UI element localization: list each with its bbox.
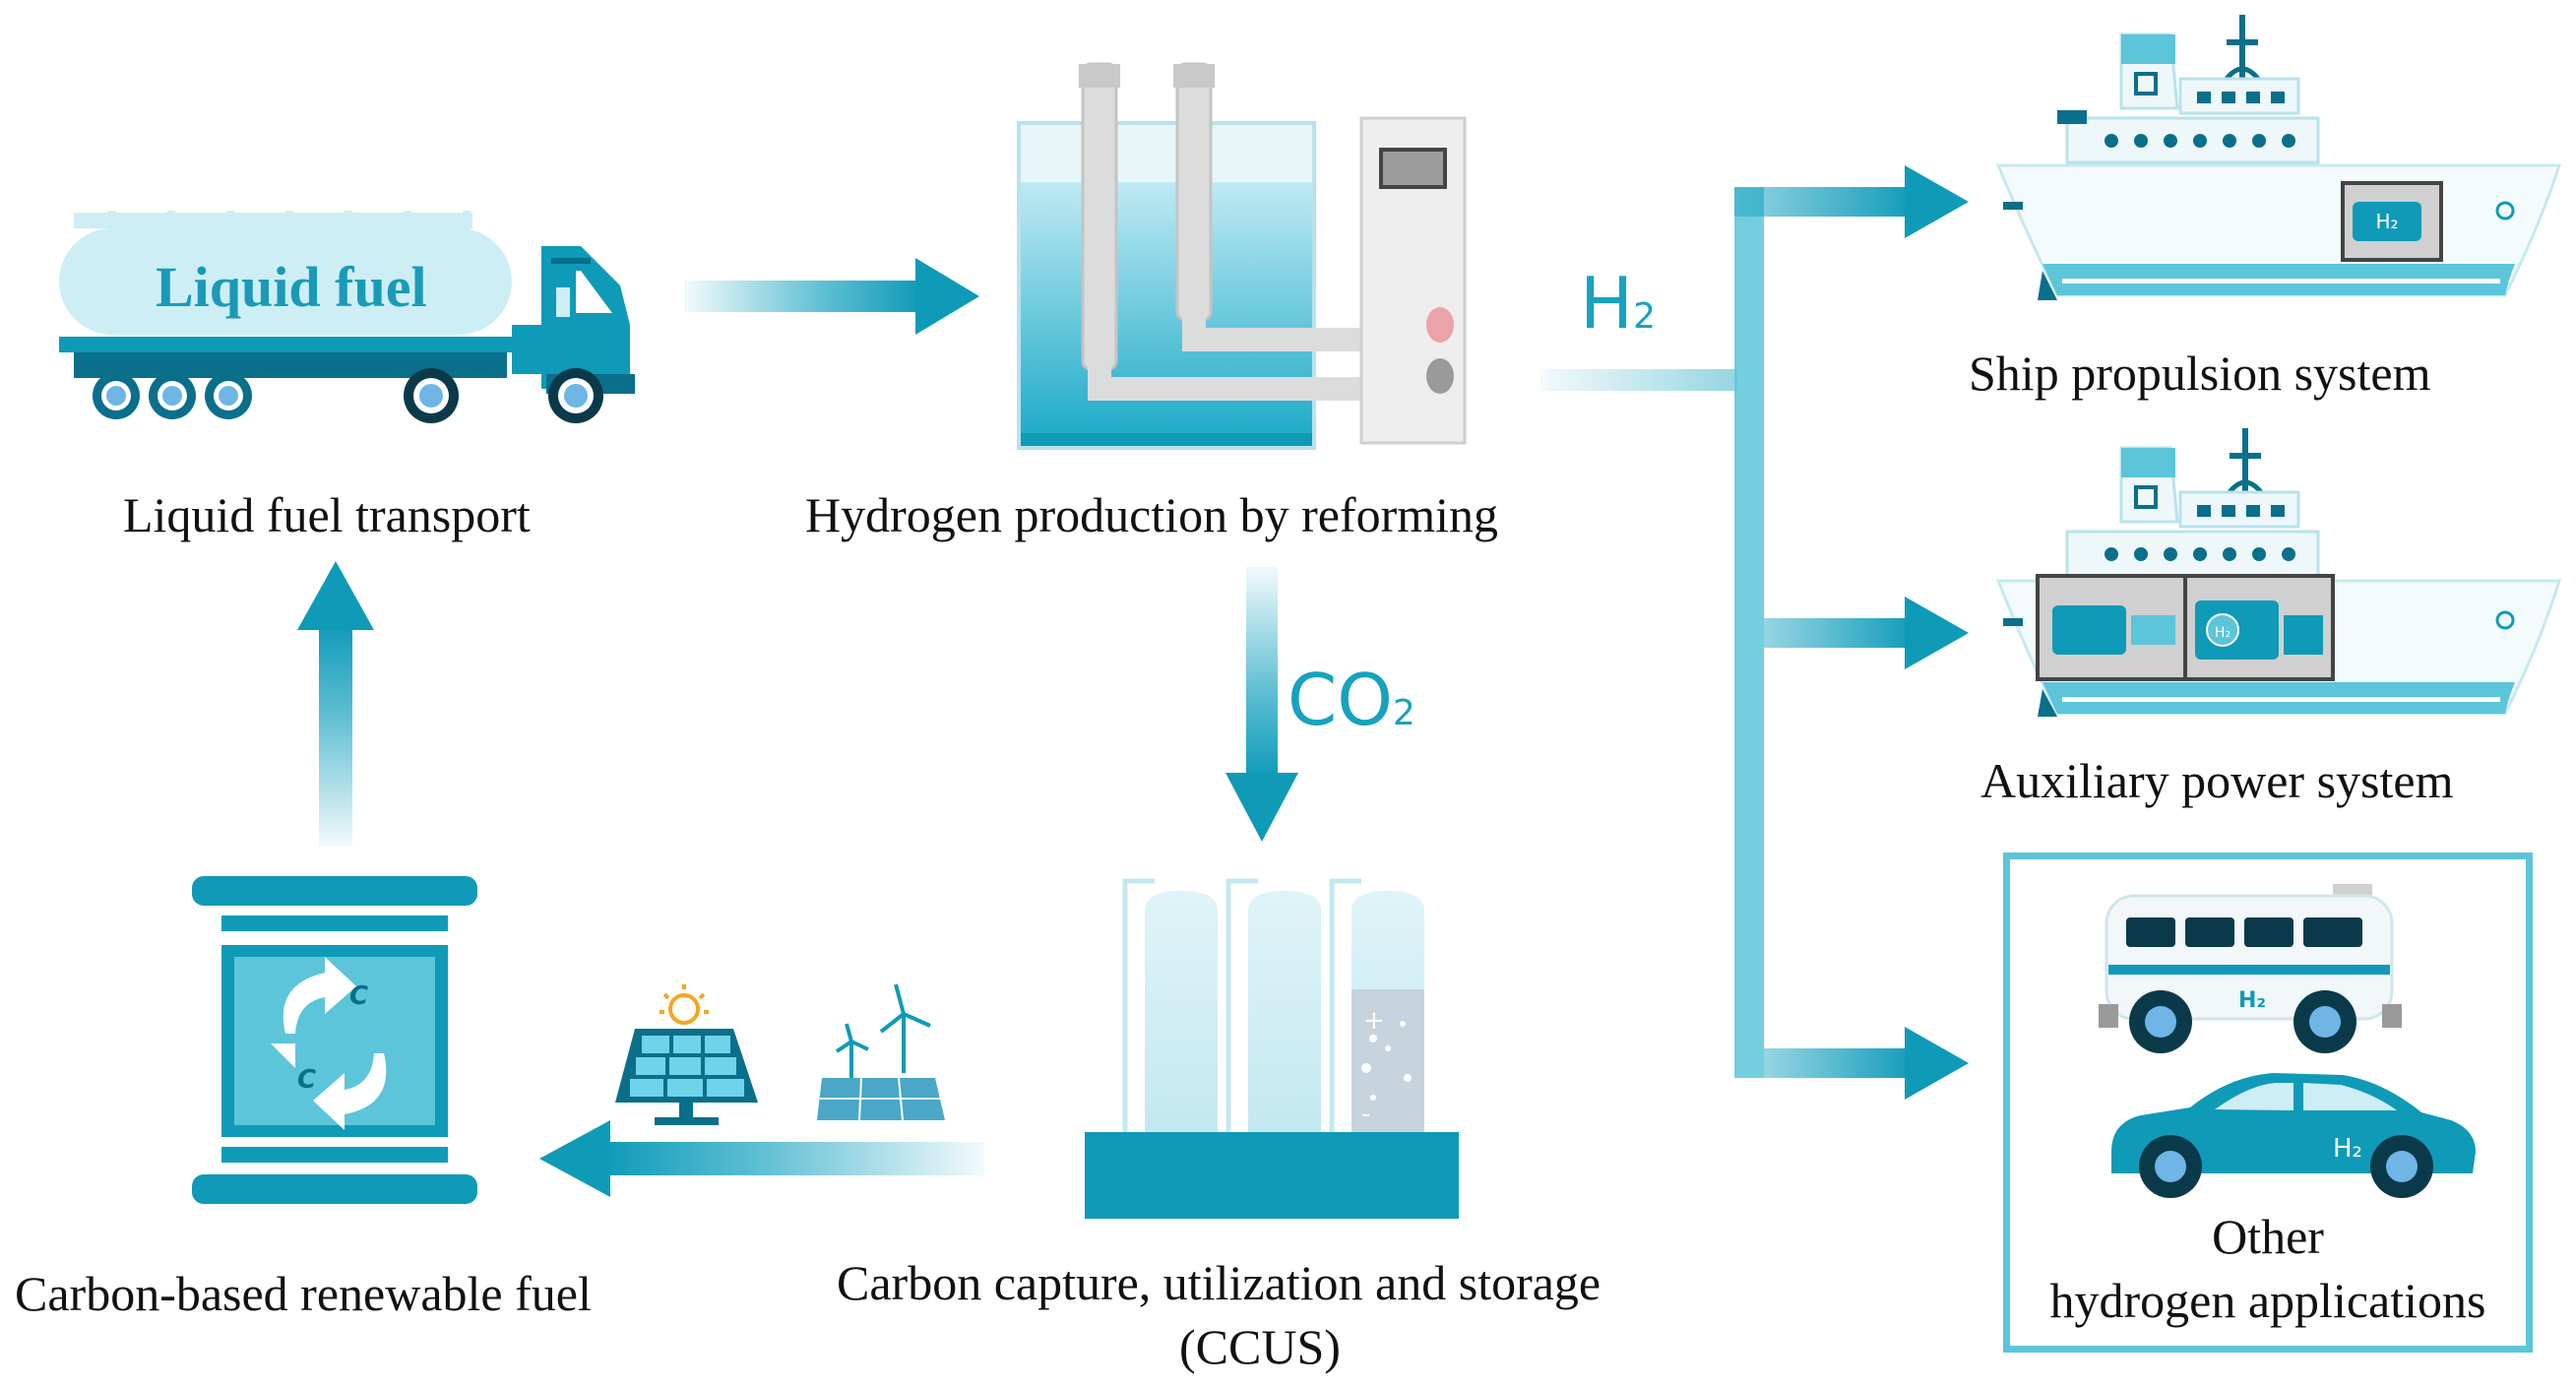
tanker-truck-icon [59, 211, 635, 423]
h2-aux-label: H₂ [2215, 625, 2230, 641]
bus-h2-label: H₂ [2238, 988, 2266, 1013]
arrow-ccus-to-renewable-fuel [539, 1120, 984, 1197]
ccus-storage-tanks-icon: + - [1085, 878, 1459, 1219]
co2-flow-label: CO2 [1288, 664, 1415, 735]
truck-tank-label: Liquid fuel [156, 255, 427, 319]
solar-panel-icon [615, 984, 758, 1125]
bus-icon: H₂ [2099, 884, 2402, 1053]
h2-symbol: H [1580, 262, 1634, 345]
arrow-co2-to-ccus [1225, 566, 1298, 842]
arrow-h2-distribution [1540, 165, 1969, 1100]
label-ccus-line2: (CCUS) [1179, 1319, 1341, 1374]
label-carbon-renewable-fuel: Carbon-based renewable fuel [15, 1266, 592, 1321]
label-ship-propulsion: Ship propulsion system [1969, 346, 2431, 401]
reformer-tank-icon [1017, 62, 1363, 450]
co2-symbol: CO [1288, 659, 1393, 741]
renewable-fuel-drum-icon: C C [192, 876, 477, 1204]
car-icon: H₂ [2111, 1073, 2476, 1198]
label-hydrogen-production: Hydrogen production by reforming [805, 487, 1499, 542]
label-auxiliary-power: Auxiliary power system [1980, 753, 2454, 808]
wind-turbine-icon [817, 983, 945, 1121]
ship-propulsion-icon: H₂ [1995, 15, 2562, 300]
h2-flow-label: H2 [1580, 268, 1656, 339]
car-h2-label: H₂ [2333, 1134, 2362, 1164]
label-ccus-line1: Carbon capture, utilization and storage [837, 1255, 1602, 1310]
plus-sign-icon: + [1363, 1006, 1385, 1036]
carbon-c-label-top: C [349, 981, 368, 1011]
h2-engine-label: H₂ [2375, 210, 2398, 233]
label-other-line2: hydrogen applications [2049, 1273, 2486, 1328]
h2-subscript: 2 [1633, 296, 1657, 337]
label-other-line1: Other [2212, 1209, 2324, 1264]
co2-subscript: 2 [1392, 693, 1415, 733]
ship-auxiliary-icon: H₂ [1995, 428, 2562, 717]
label-liquid-fuel-transport: Liquid fuel transport [123, 487, 531, 542]
carbon-c-label-bottom: C [297, 1065, 316, 1095]
minus-sign-icon: - [1361, 1100, 1370, 1129]
control-cabinet-icon [1359, 116, 1467, 445]
other-applications-frame [2003, 852, 2533, 1353]
arrow-transport-to-reforming [684, 258, 979, 335]
arrow-renewable-fuel-to-transport [297, 561, 374, 847]
